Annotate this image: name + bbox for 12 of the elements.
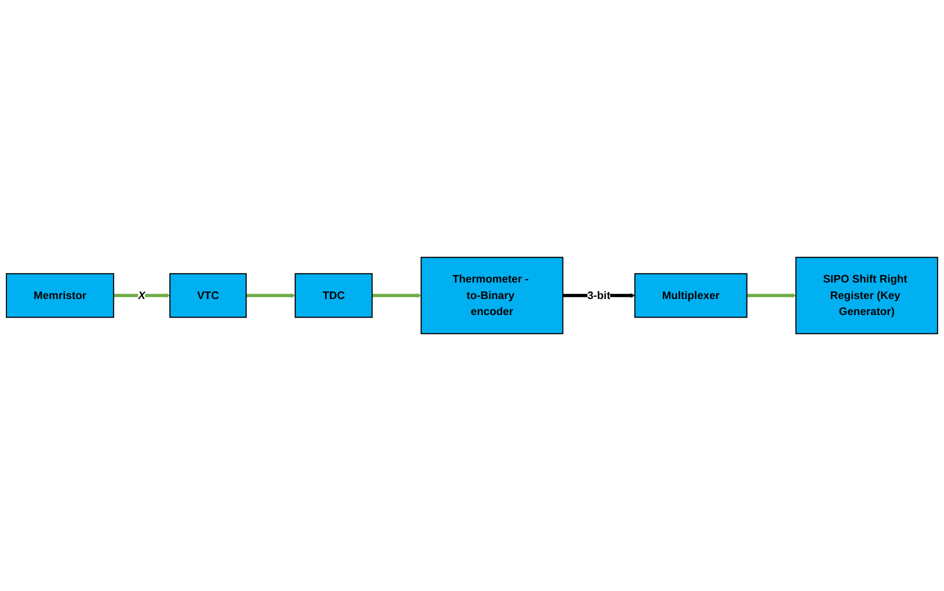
edge-label: X (138, 290, 146, 302)
node-box: VTC (169, 273, 247, 318)
arrow (746, 293, 796, 298)
edge-label: 3-bit (587, 290, 610, 302)
node-box: TDC (294, 273, 373, 318)
node-box: Memristor (6, 273, 114, 318)
node-box: Thermometer - to-Binary encoder (420, 256, 564, 334)
node-box: Multiplexer (634, 273, 748, 318)
node-box: SIPO Shift Right Register (Key Generator) (795, 256, 938, 334)
arrow (114, 293, 170, 298)
arrow (372, 293, 422, 298)
arrow (246, 293, 296, 298)
